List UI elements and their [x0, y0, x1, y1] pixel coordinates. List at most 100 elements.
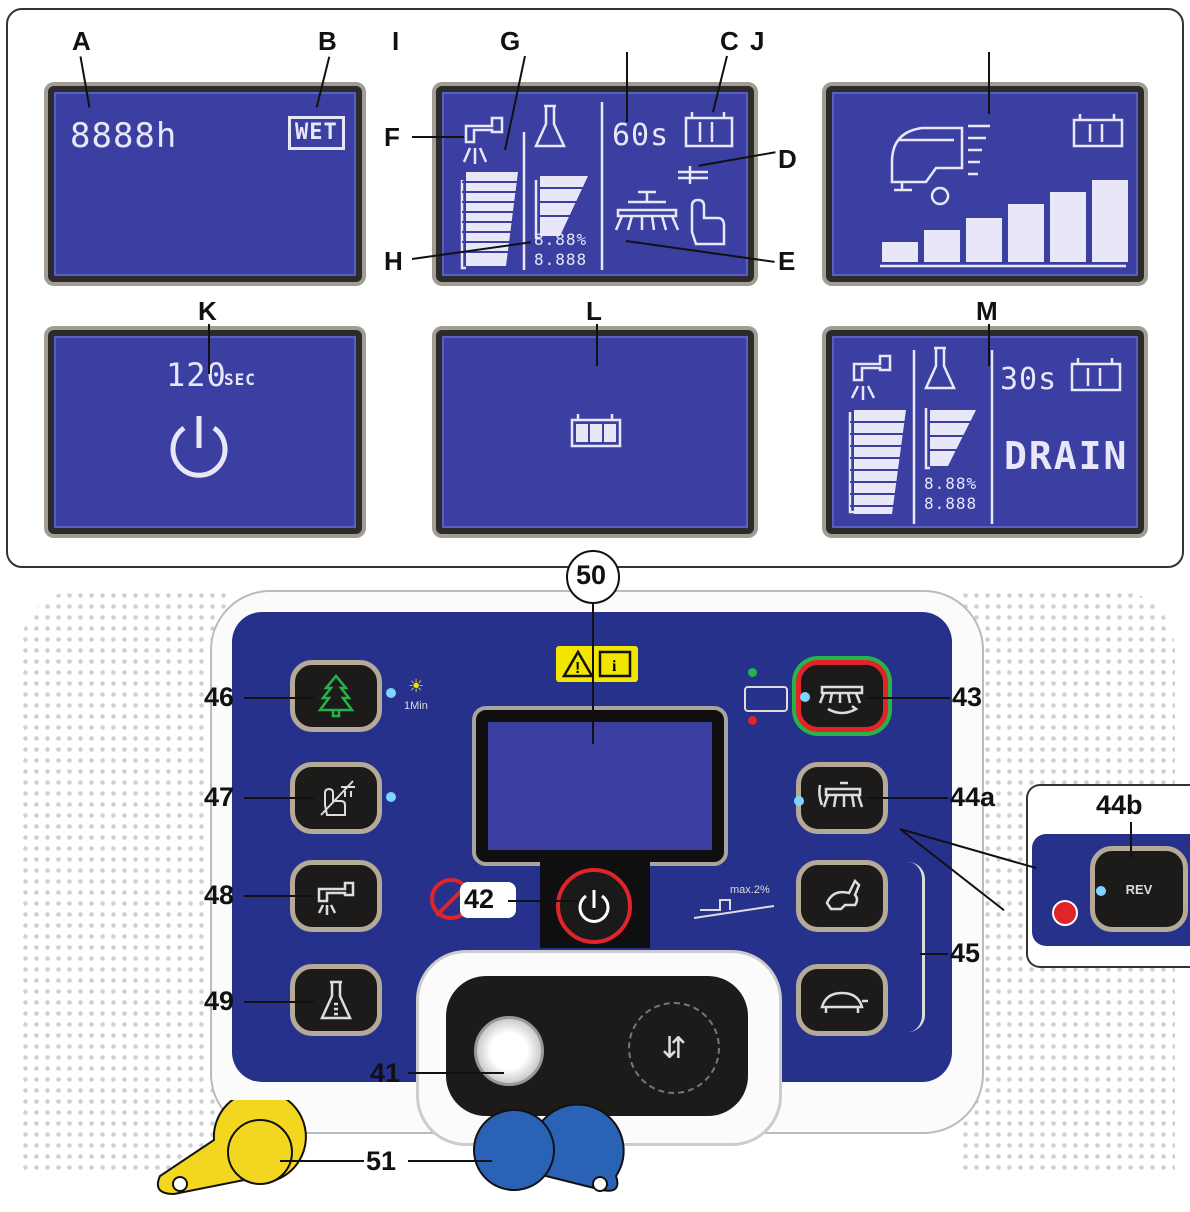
callout-number-41: 41: [370, 1058, 401, 1088]
key-slot[interactable]: [474, 1016, 544, 1086]
callout-letter-d: D: [778, 144, 797, 174]
callout-letter-j: J: [750, 26, 765, 56]
warning-badge: [1052, 900, 1078, 926]
main-display-bezel: [472, 706, 728, 866]
lcd-screen-hours: 8888h WET: [48, 86, 362, 282]
rabbit-icon: [825, 878, 861, 911]
wet-badge: WET: [288, 116, 345, 150]
speed-bars: [882, 180, 1128, 262]
hand-icon: [690, 198, 726, 246]
reverse-button[interactable]: REV: [1090, 846, 1188, 932]
hand-no-vacuum-icon: [320, 780, 355, 816]
detergent-level-wedge: [540, 176, 588, 236]
eco-led: [386, 688, 396, 698]
callout-number-42: 42: [464, 884, 495, 914]
drain-text: DRAIN: [1004, 434, 1129, 478]
leader-line: [244, 797, 314, 799]
leader-line: [244, 895, 314, 897]
callout-circle-50: [566, 550, 620, 604]
vacuum-led: [386, 792, 396, 802]
callout-number-49: 49: [204, 986, 235, 1016]
leader-line: [1130, 822, 1132, 858]
callout-number-50: 50: [576, 560, 607, 590]
speaker-grille-left: [20, 590, 230, 1170]
green-led: [748, 668, 757, 677]
sun-icon: ☀: [408, 676, 425, 696]
dosing-percent-readout: 8.88%: [924, 474, 978, 493]
callout-letter-f: F: [384, 122, 400, 152]
turtle-icon: [820, 991, 868, 1013]
callout-letter-m: M: [976, 296, 998, 326]
blue-key[interactable]: [448, 1094, 628, 1204]
turtle-speed-button[interactable]: [796, 964, 888, 1036]
brush-icon: [614, 190, 680, 231]
flask-icon: [320, 980, 352, 1020]
leader-line: [208, 324, 210, 374]
callout-number-44b: 44b: [1096, 790, 1143, 820]
leader-line: [596, 324, 598, 366]
manual-book-icon: [598, 650, 632, 678]
rabbit-speed-button[interactable]: [796, 860, 888, 932]
callout-letter-e: E: [778, 246, 796, 276]
leader-line: [626, 52, 628, 122]
battery-icon: [1072, 118, 1124, 148]
power-button[interactable]: [556, 868, 632, 944]
dosing-value-readout: 8.888: [534, 250, 588, 269]
callout-number-44a: 44a: [950, 782, 996, 812]
warning-label: ! i: [556, 646, 638, 682]
lcd-screen-working: 60s 8.88% 8.888: [436, 86, 754, 282]
dosing-value-readout: 8.888: [924, 494, 978, 513]
speed-buttons-bracket: [908, 862, 925, 1032]
scrubber-machine-icon: [890, 126, 964, 206]
battery-icon: [684, 116, 734, 148]
leader-line: [920, 953, 948, 955]
faucet-icon: [317, 881, 355, 915]
shutdown-timer-unit: SEC: [224, 370, 256, 389]
brush-deck-led: [794, 796, 804, 806]
detergent-button[interactable]: [290, 964, 382, 1036]
callout-number-47: 47: [204, 782, 235, 812]
callout-box-42: [460, 882, 516, 918]
faucet-icon: [852, 354, 892, 382]
leader-line: [508, 900, 578, 902]
brush-deck-icon: [818, 781, 864, 808]
slope-warning-icon: max.2%: [690, 868, 780, 928]
callout-letter-h: H: [384, 246, 403, 276]
flask-icon: [924, 346, 956, 390]
leader-line: [988, 52, 990, 114]
max-slope-label: max.2%: [730, 884, 770, 896]
faucet-icon: [464, 116, 504, 144]
yellow-key[interactable]: [150, 1089, 320, 1200]
lcd-screen-drain: 30s 8.88% 8.888 DRAIN: [826, 330, 1144, 534]
callout-number-48: 48: [204, 880, 235, 910]
battery-icon: [570, 418, 622, 448]
brush-pressure-button[interactable]: [796, 660, 888, 732]
leader-line: [412, 136, 464, 138]
flask-icon: [534, 104, 566, 148]
leader-line: [408, 1072, 504, 1074]
timer-readout: 30s: [1000, 362, 1058, 397]
shutdown-timer-value: 120: [166, 356, 227, 394]
warning-triangle-icon: [561, 649, 595, 678]
usb-icon[interactable]: ⇵: [628, 1002, 720, 1094]
reverse-led: [1096, 886, 1106, 896]
power-icon: [170, 416, 228, 478]
timer-readout: 60s: [612, 118, 670, 153]
dosing-percent-readout: 8.88%: [534, 230, 588, 249]
power-icon: [578, 890, 610, 923]
red-led: [748, 716, 757, 725]
battery-icon: [1070, 362, 1122, 392]
brush-icon: [818, 685, 864, 715]
lcd-screen-shutdown: 120 SEC: [48, 330, 362, 534]
hour-meter-readout: 8888h: [70, 116, 178, 156]
callout-number-51: 51: [366, 1146, 397, 1176]
leader-line: [868, 797, 948, 799]
lcd-screen-speed: [826, 86, 1144, 282]
tree-icon: [317, 674, 355, 718]
one-minute-label: 1Min: [404, 700, 428, 712]
lcd-screen-battery-only: [436, 330, 754, 534]
callout-number-45: 45: [950, 938, 981, 968]
eco-mode-button[interactable]: [290, 660, 382, 732]
timer-hand-icon: [744, 686, 788, 712]
callout-letter-a: A: [72, 26, 91, 56]
